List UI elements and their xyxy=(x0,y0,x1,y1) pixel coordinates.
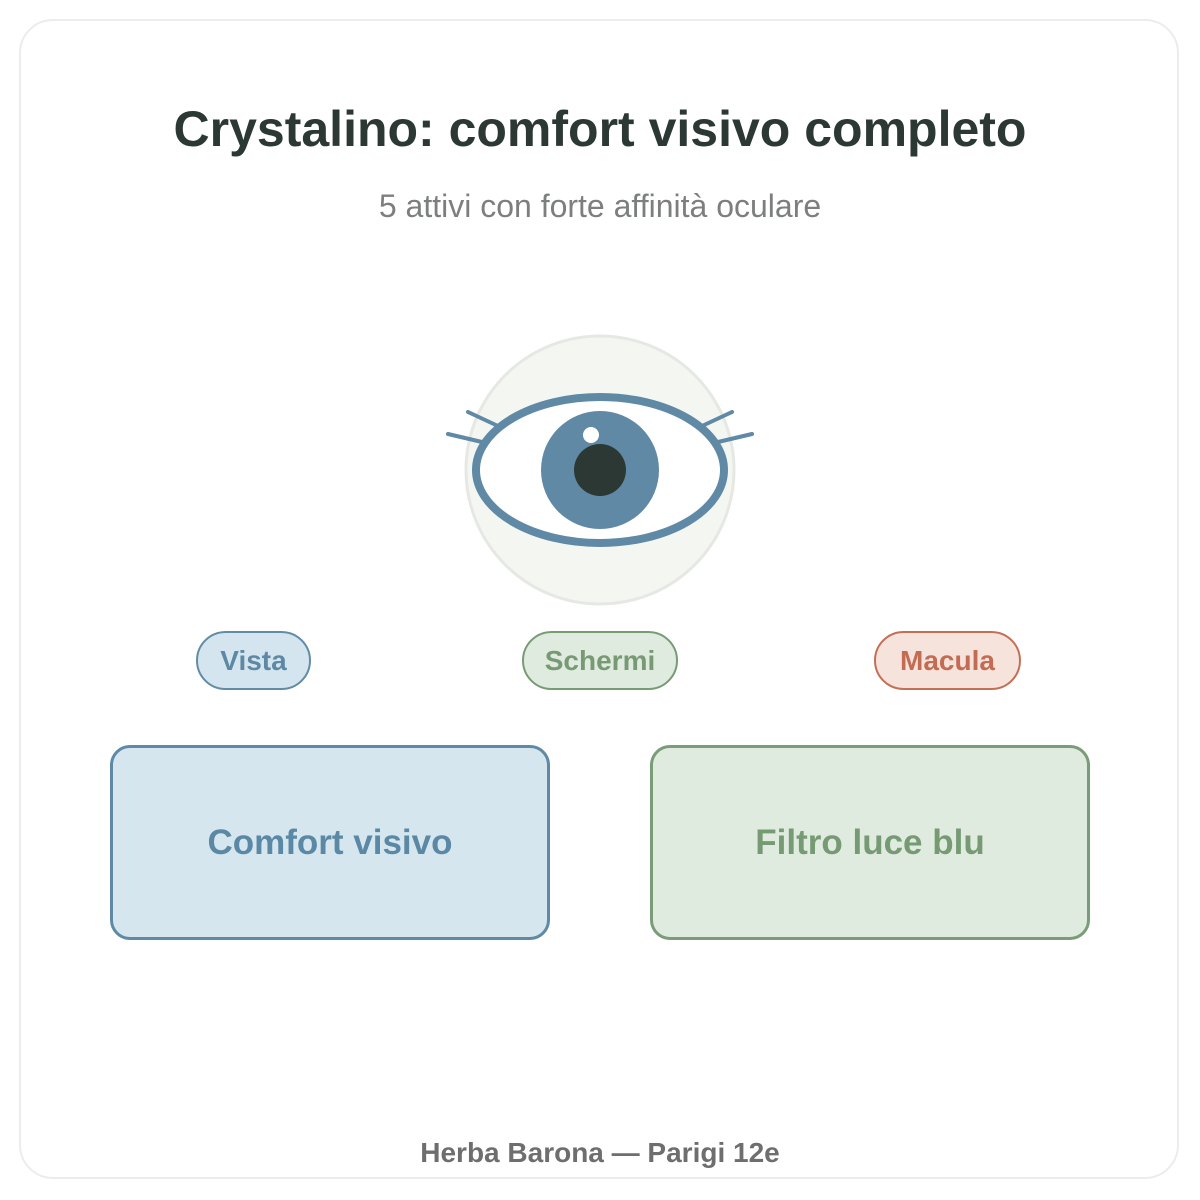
tag-macula: Macula xyxy=(874,631,1021,690)
benefit-label: Filtro luce blu xyxy=(755,822,985,862)
footer-credit: Herba Barona — Parigi 12e xyxy=(420,1137,780,1168)
eye-icon xyxy=(446,334,754,606)
eye-illustration xyxy=(440,330,760,610)
tag-vista: Vista xyxy=(196,631,311,690)
page-subtitle: 5 attivi con forte affinità oculare xyxy=(378,188,822,224)
benefit-label: Comfort visivo xyxy=(207,822,453,862)
benefit-filtro-luce-blu: Filtro luce blu xyxy=(650,745,1090,940)
page-title: Crystalino: comfort visivo completo xyxy=(173,101,1027,157)
benefit-comfort-visivo: Comfort visivo xyxy=(110,745,550,940)
tag-schermi: Schermi xyxy=(522,631,678,690)
